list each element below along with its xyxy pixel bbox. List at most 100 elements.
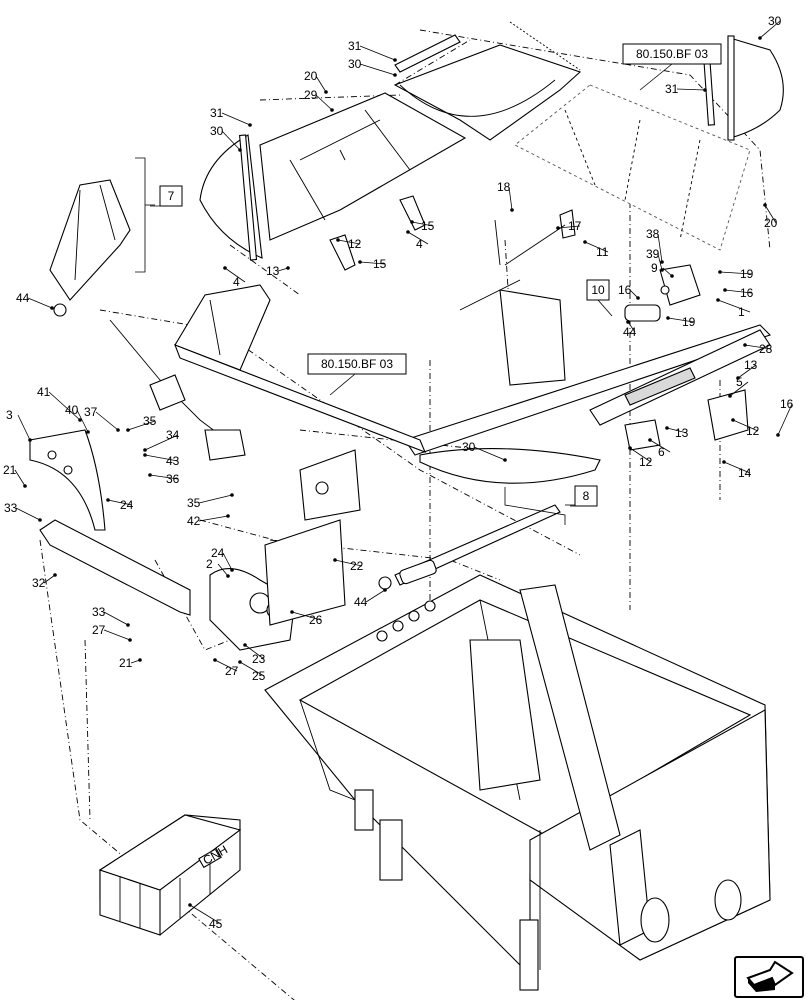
callout-number: 21 — [3, 463, 17, 477]
callout-leader — [627, 321, 636, 333]
callout-leader — [198, 515, 229, 522]
callout-leader — [15, 507, 41, 521]
upper-right-ghost-cover — [514, 84, 751, 251]
callout-number: 35 — [187, 496, 201, 510]
callout-leader — [407, 231, 429, 245]
callout-anchor-dot — [583, 240, 587, 244]
callout-anchor-dot — [703, 88, 707, 92]
callout-number: 27 — [92, 623, 106, 637]
lower-shield-arc — [419, 448, 601, 484]
callout-number: 30 — [768, 14, 782, 28]
callout-anchor-dot — [743, 343, 747, 347]
callout-anchor-dot — [128, 638, 132, 642]
pivot-plate — [299, 449, 361, 521]
sensor-arm — [459, 279, 566, 386]
callout-leader — [103, 629, 131, 641]
callout-anchor-dot — [50, 306, 54, 310]
callout-leader — [14, 469, 26, 487]
callout-anchor-dot — [213, 658, 217, 662]
callout-anchor-dot — [336, 238, 340, 242]
group-number-box-label: 8 — [583, 489, 590, 503]
callout-leader — [95, 411, 119, 431]
callout-number: 30 — [348, 57, 362, 71]
callout-anchor-dot — [636, 296, 640, 300]
callout-anchor-dot — [736, 376, 740, 380]
hydraulic-cylinder — [378, 504, 561, 590]
group-number-box[interactable]: 7 — [159, 185, 183, 207]
callout-leader — [557, 225, 581, 229]
callout-number: 44 — [623, 325, 637, 339]
callout-anchor-dot — [763, 203, 767, 207]
callout-anchor-dot — [188, 903, 192, 907]
group-number-box-frame — [159, 185, 183, 207]
group-number-box[interactable]: 10 — [586, 279, 610, 301]
group-number-box-label: 10 — [591, 283, 605, 297]
callout-number: 40 — [65, 403, 79, 417]
callout-leader — [337, 239, 361, 245]
callout-number: 36 — [166, 472, 180, 486]
callout-number: 23 — [252, 652, 266, 666]
reference-link-box[interactable]: 80.150.BF 03 — [622, 43, 722, 65]
callout-anchor-dot — [286, 266, 290, 270]
callout-anchor-dot — [230, 493, 234, 497]
callout-leader — [411, 221, 434, 227]
callout-number: 12 — [348, 237, 362, 251]
reference-link-box-label: 80.150.BF 03 — [321, 357, 393, 371]
callout-leader — [103, 611, 129, 626]
arrow-navigation-icon[interactable] — [734, 956, 804, 998]
callout-anchor-dot — [148, 473, 152, 477]
callout-leader — [629, 447, 652, 463]
callout-anchor-dot — [126, 428, 130, 432]
left-cover-frame — [259, 92, 467, 241]
callout-leader — [315, 94, 333, 111]
callout-number: 24 — [120, 498, 134, 512]
callout-leader — [217, 563, 229, 577]
callout-number: 15 — [421, 219, 435, 233]
callout-number: 16 — [618, 283, 632, 297]
callout-number: 12 — [746, 424, 760, 438]
callout-number: 32 — [32, 576, 46, 590]
callout-number: 16 — [780, 397, 794, 411]
callout-anchor-dot — [731, 418, 735, 422]
callout-anchor-dot — [116, 428, 120, 432]
callout-number: 41 — [37, 385, 51, 399]
callout-number: 30 — [210, 124, 224, 138]
callout-number: 15 — [373, 257, 387, 271]
callout-number: 17 — [568, 219, 582, 233]
callout-leader — [667, 317, 695, 323]
callout-anchor-dot — [143, 448, 147, 452]
side-bracket-right — [624, 389, 749, 451]
callout-number: 31 — [665, 82, 679, 96]
callout-anchor-dot — [723, 288, 727, 292]
callout-leader — [737, 364, 757, 379]
left-rail-guard — [174, 284, 427, 453]
callout-leader — [334, 559, 363, 567]
callout-anchor-dot — [28, 438, 32, 442]
reference-link-box[interactable]: 80.150.BF 03 — [307, 353, 407, 375]
callout-leader — [732, 419, 759, 432]
callout-number: 45 — [209, 917, 223, 931]
callout-anchor-dot — [143, 453, 147, 457]
box-leader — [597, 299, 613, 317]
callout-leader — [27, 297, 53, 309]
callout-number: 43 — [166, 454, 180, 468]
top-cover-sheet — [393, 44, 582, 141]
callout-leader — [723, 461, 751, 474]
panel-22 — [264, 519, 346, 626]
callout-number: 1 — [738, 305, 745, 319]
callout-anchor-dot — [666, 316, 670, 320]
callout-leader — [291, 611, 322, 621]
callout-anchor-dot — [358, 260, 362, 264]
callout-number: 38 — [646, 227, 660, 241]
callout-leader — [719, 271, 753, 275]
callout-leader — [629, 289, 639, 299]
callout-number: 37 — [84, 405, 98, 419]
callout-leader — [359, 63, 396, 76]
callout-number: 5 — [736, 375, 743, 389]
callout-anchor-dot — [660, 268, 664, 272]
group-number-box[interactable]: 8 — [574, 485, 598, 507]
callout-anchor-dot — [330, 108, 334, 112]
left-end-shield — [199, 134, 263, 261]
callout-number: 13 — [675, 426, 689, 440]
callout-anchor-dot — [383, 588, 387, 592]
